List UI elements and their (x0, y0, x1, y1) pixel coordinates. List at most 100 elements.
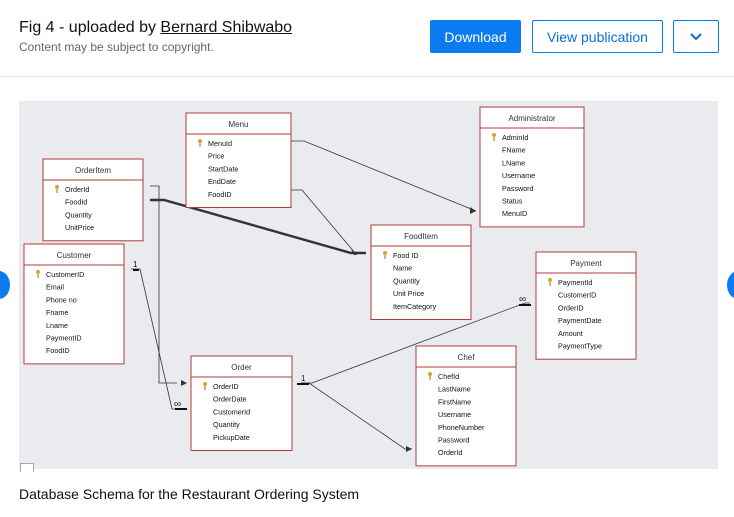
table-field: LName (502, 158, 525, 167)
table-box (370, 224, 472, 320)
table-field: CustomerID (46, 270, 84, 279)
table-field: MenuId (208, 139, 232, 148)
table-field: CustomerId (213, 407, 250, 416)
relation-menu-fooditem (291, 189, 356, 254)
table-field: OrderId (65, 185, 89, 194)
primary-key-icon (203, 382, 207, 390)
figure-header: Fig 4 - uploaded by Bernard Shibwabo Con… (0, 0, 734, 77)
table-field: FoodID (208, 190, 232, 199)
table-field: Unit Price (393, 289, 424, 298)
table-administrator: AdministratorAdminIdFNameLNameUsernamePa… (479, 106, 585, 228)
table-field: Email (46, 283, 64, 292)
chevron-down-icon (690, 32, 702, 40)
table-box (479, 106, 585, 228)
arrow-head-order-orderitem (181, 380, 187, 386)
table-box (185, 112, 292, 208)
primary-key-icon (548, 278, 552, 286)
primary-key-icon (492, 133, 496, 141)
table-field: Amount (558, 329, 583, 338)
author-link[interactable]: Bernard Shibwabo (160, 19, 293, 36)
table-title: Payment (570, 259, 602, 268)
table-field: Username (438, 410, 471, 419)
arrow-head-administrator (470, 207, 476, 214)
table-chef: ChefChefIdLastNameFirstNameUsernamePhone… (415, 345, 517, 467)
table-field: Price (208, 152, 224, 161)
many-mark-payment: ∞ (519, 294, 526, 305)
table-field: Fname (46, 308, 68, 317)
relation-orderitem-order (150, 185, 177, 384)
table-title: OrderItem (75, 166, 111, 175)
table-field: Status (502, 197, 523, 206)
figure-title: Fig 4 - uploaded by Bernard Shibwabo (19, 19, 292, 37)
table-field: PaymentId (558, 278, 592, 287)
table-title: Menu (228, 120, 248, 129)
table-field: Quantity (213, 420, 240, 429)
table-title: FoodItem (404, 232, 438, 241)
table-field: FoodID (46, 346, 70, 355)
table-box (42, 158, 144, 242)
table-field: OrderId (438, 448, 462, 457)
table-field: Name (393, 264, 412, 273)
table-field: ItemCategory (393, 302, 437, 311)
next-figure-button[interactable] (727, 271, 734, 299)
previous-figure-button[interactable] (0, 271, 10, 299)
more-options-button[interactable] (673, 20, 719, 53)
table-field: CustomerID (558, 291, 596, 300)
cardinality-marks: 1 1 ∞ ∞ (133, 260, 531, 410)
copyright-notice: Content may be subject to copyright. (19, 40, 214, 54)
table-field: EndDate (208, 177, 236, 186)
table-field: Password (502, 184, 534, 193)
table-field: Password (438, 436, 470, 445)
table-field: MenuID (502, 209, 527, 218)
table-box (535, 251, 637, 360)
view-publication-button[interactable]: View publication (532, 20, 663, 53)
primary-key-icon (36, 270, 40, 278)
relation-order-chef (301, 382, 412, 450)
table-field: Quantity (65, 210, 92, 219)
table-title: Customer (57, 251, 92, 260)
many-mark-order: ∞ (174, 399, 181, 410)
resize-handle[interactable] (20, 463, 34, 472)
table-box (415, 345, 517, 467)
arrow-head-chef (406, 446, 412, 452)
table-box (190, 355, 293, 451)
table-field: FName (502, 146, 526, 155)
one-mark-order: 1 (301, 374, 306, 383)
figure-title-prefix: Fig 4 - uploaded by (19, 19, 161, 36)
table-field: FirstName (438, 397, 471, 406)
table-field: Food ID (393, 251, 419, 260)
table-field: OrderDate (213, 395, 247, 404)
table-field: Phone no (46, 295, 77, 304)
table-field: FoodId (65, 198, 87, 207)
table-field: Username (502, 171, 535, 180)
table-field: AdminId (502, 133, 528, 142)
table-field: ChefId (438, 372, 459, 381)
arrow-head-fooditem-menu (351, 249, 357, 255)
relation-menu-administrator (291, 140, 477, 212)
table-field: PaymentType (558, 342, 602, 351)
figure-caption: Database Schema for the Restaurant Order… (19, 486, 360, 502)
schema-diagram-svg: 1 1 ∞ ∞ MenuMenuIdPriceStartDateEndDateF… (23, 106, 637, 467)
table-field: PhoneNumber (438, 423, 485, 432)
relation-orderitem-fooditem (150, 198, 366, 255)
download-button[interactable]: Download (430, 20, 521, 53)
table-box (23, 243, 125, 365)
arrow-heads (181, 207, 476, 452)
primary-key-icon (55, 185, 59, 193)
table-title: Administrator (508, 114, 555, 123)
table-title: Order (231, 363, 252, 372)
one-mark-customer: 1 (133, 260, 138, 269)
table-title: Chef (458, 353, 476, 362)
table-field: OrderID (558, 303, 584, 312)
tables-layer: MenuMenuIdPriceStartDateEndDateFoodIDAdm… (23, 106, 637, 467)
table-field: OrderID (213, 382, 239, 391)
table-field: PaymentID (46, 334, 82, 343)
primary-key-icon (428, 372, 432, 380)
table-field: Lname (46, 321, 68, 330)
table-field: PickupDate (213, 433, 250, 442)
